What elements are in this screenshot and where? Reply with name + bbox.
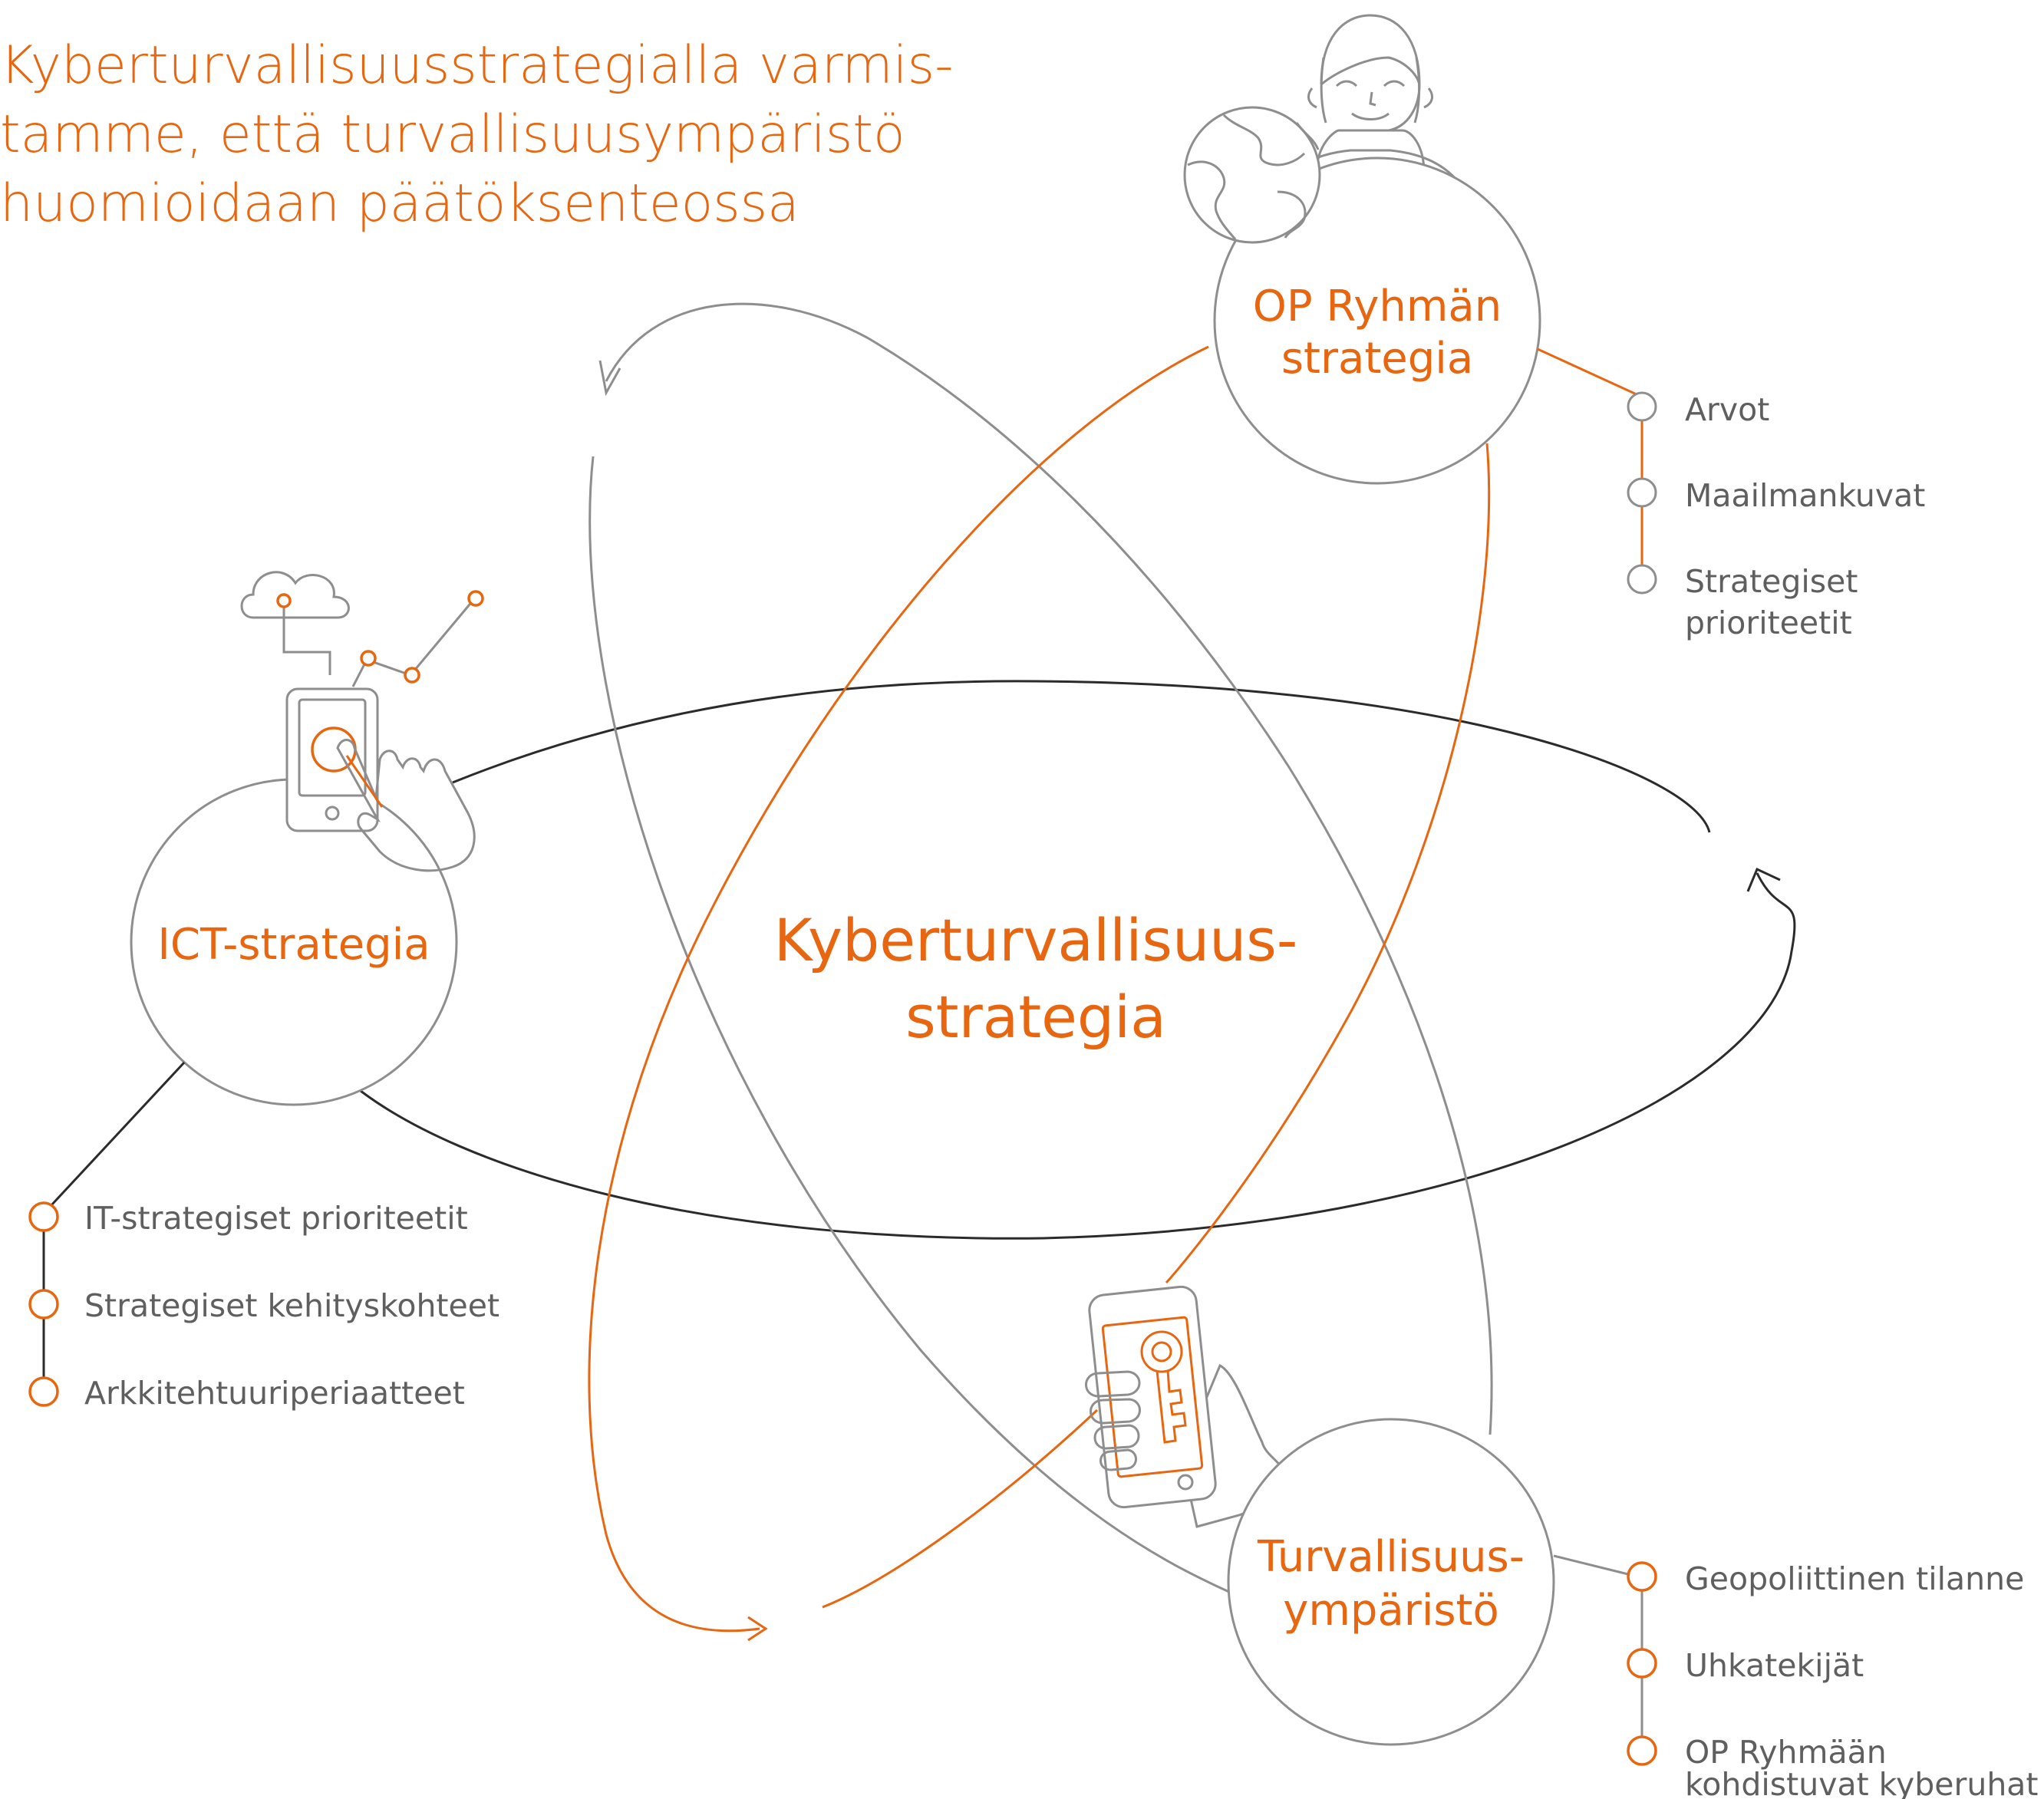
horizontal-orbit-lower xyxy=(360,872,1796,1240)
op-list-item: Strategiset xyxy=(1685,563,1858,600)
ict-list-connector xyxy=(49,1061,186,1208)
op-list-item: Maailmankuvat xyxy=(1685,477,1925,514)
op-list-item: Arvot xyxy=(1685,391,1769,428)
list-bullet xyxy=(1627,1648,1657,1679)
list-bullet xyxy=(1627,1561,1657,1592)
op-strategy-label-line-1: OP Ryhmän xyxy=(1253,282,1502,331)
ict-list-item: Arkkitehtuuriperiaatteet xyxy=(84,1375,465,1412)
security-environment-label-line-2: ympäristö xyxy=(1283,1586,1499,1636)
security-list-item: OP Ryhmään xyxy=(1685,1734,1887,1771)
tablet-touch-icon xyxy=(285,687,476,872)
gray-orbit-main xyxy=(588,456,1235,1596)
security-list-item: Uhkatekijät xyxy=(1685,1647,1864,1684)
ict-strategy-list: IT-strategiset prioriteetit Strategiset … xyxy=(28,1061,499,1412)
op-strategy-node: OP Ryhmän strategia xyxy=(1183,14,1541,485)
center-label-line-2: strategia xyxy=(905,983,1166,1051)
security-environment-node: Turvallisuus- ympäristö xyxy=(1085,1285,1555,1746)
gray-orbit-upper xyxy=(605,302,1493,1435)
orange-orbit-arrowhead xyxy=(747,1616,768,1642)
list-bullet xyxy=(28,1201,59,1232)
op-strategy-list: Arvot Maailmankuvat Strategiset priorite… xyxy=(1537,348,1925,641)
diagram-title: Kyberturvallisuusstrategialla varmis- ta… xyxy=(0,35,954,234)
ict-list-item: IT-strategiset prioriteetit xyxy=(84,1200,468,1237)
gray-orbit-arrowhead xyxy=(598,360,621,397)
horizontal-orbit xyxy=(452,680,1711,833)
title-line-2: tamme, että turvallisuusympäristö xyxy=(0,104,905,165)
list-bullet xyxy=(28,1376,59,1407)
security-list-item-line-2: kohdistuvat kyberuhat xyxy=(1685,1766,2039,1799)
title-line-3: huomioidaan päätöksenteossa xyxy=(0,173,799,234)
ict-strategy-label: ICT-strategia xyxy=(157,920,430,970)
op-strategy-circle xyxy=(1213,157,1541,485)
orbit-lines xyxy=(360,302,1796,1642)
list-bullet xyxy=(28,1289,59,1320)
op-list-item-line-2: prioriteetit xyxy=(1685,605,1852,641)
globe-icon xyxy=(1183,106,1321,244)
list-bullet xyxy=(1627,1735,1657,1766)
security-environment-label-line-1: Turvallisuus- xyxy=(1257,1532,1525,1582)
network-icon xyxy=(351,590,484,687)
op-list-connector xyxy=(1537,348,1639,397)
orange-orbit-lower xyxy=(1165,443,1491,1284)
center-strategy: Kyberturvallisuus- strategia xyxy=(774,906,1298,1051)
cloud-icon xyxy=(240,571,350,675)
title-line-1: Kyberturvallisuusstrategialla varmis- xyxy=(0,35,954,96)
security-environment-list: Geopoliittinen tilanne Uhkatekijät OP Ry… xyxy=(1553,1554,2039,1799)
op-strategy-label-line-2: strategia xyxy=(1281,334,1473,384)
orange-orbit-main xyxy=(588,345,1209,1633)
security-list-connector xyxy=(1553,1554,1629,1576)
security-list-item: Geopoliittinen tilanne xyxy=(1685,1560,2024,1597)
list-bullet xyxy=(1627,564,1657,595)
horizontal-orbit-arrowhead xyxy=(1746,867,1781,892)
list-bullet xyxy=(1627,391,1657,422)
ict-strategy-node: ICT-strategia xyxy=(130,571,484,1106)
orange-orbit-tail xyxy=(822,1409,1099,1609)
list-bullet xyxy=(1627,477,1657,508)
security-environment-circle xyxy=(1227,1418,1555,1746)
ict-list-item: Strategiset kehityskohteet xyxy=(84,1287,499,1324)
center-label-line-1: Kyberturvallisuus- xyxy=(774,906,1298,974)
